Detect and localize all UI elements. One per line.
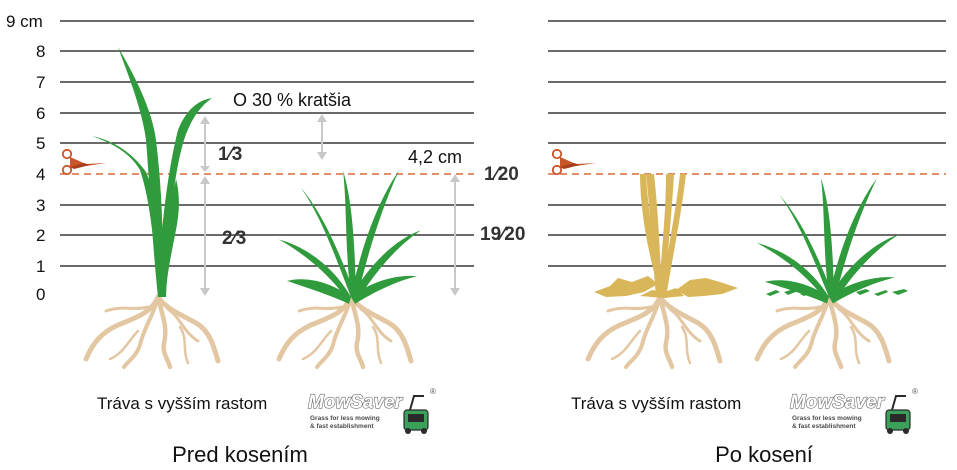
mowsaver-clippings: [766, 289, 908, 296]
upper-fraction-label: 1⁄3: [218, 144, 242, 165]
scale-tick-0: 0: [36, 285, 45, 304]
scale-labels: 9 cm 8 7 6 5 4 3 2 1 0: [6, 12, 45, 304]
cut-mowsaver-grass-plant: [757, 178, 908, 367]
mowsaver-logo: MowSaver ® Grass for less mowing & fast …: [789, 387, 918, 434]
logo-tagline-1: Grass for less mowing: [310, 415, 380, 422]
logo-wordmark: MowSaver: [790, 392, 886, 413]
left-caption: Tráva s vyšším rastom: [97, 394, 267, 413]
height-note: 4,2 cm: [408, 147, 462, 167]
scale-tick-4: 4: [36, 165, 45, 184]
top-fraction-label: 1⁄20: [484, 164, 519, 185]
right-caption: Tráva s vyšším rastom: [571, 394, 741, 413]
logo-wordmark: MowSaver: [308, 392, 404, 413]
logo-registered: ®: [912, 387, 918, 396]
lawnmower-icon: [403, 395, 429, 434]
right-panel-title: Po kosení: [715, 442, 813, 467]
logo-tagline-1: Grass for less mowing: [792, 415, 862, 422]
scale-tick-7: 7: [36, 73, 45, 92]
scale-unit-label: 9 cm: [6, 12, 43, 31]
mowsaver-grass-plant: [279, 170, 421, 368]
right-scale-lines: [548, 20, 946, 267]
measurement-arrows: [200, 114, 460, 296]
lawnmower-icon: [885, 395, 911, 434]
scissors-icon: [551, 148, 596, 176]
scale-tick-6: 6: [36, 104, 45, 123]
lower-fraction-label: 2⁄3: [222, 228, 246, 249]
shorter-note: O 30 % kratšia: [233, 90, 352, 110]
logo-tagline-2: & fast establishment: [310, 423, 374, 430]
left-scale-lines: [60, 20, 474, 267]
cut-tall-grass-plant: [588, 174, 738, 367]
logo-tagline-2: & fast establishment: [792, 423, 856, 430]
tall-grass-plant: [86, 47, 218, 367]
scale-tick-3: 3: [36, 196, 45, 215]
scale-tick-5: 5: [36, 134, 45, 153]
scale-tick-2: 2: [36, 226, 45, 245]
logo-registered: ®: [430, 387, 436, 396]
mowsaver-logo: MowSaver ® Grass for less mowing & fast …: [307, 387, 436, 434]
scissors-icon: [61, 148, 106, 176]
bottom-fraction-label: 19⁄20: [480, 224, 525, 245]
scale-tick-8: 8: [36, 42, 45, 61]
left-panel-title: Pred kosením: [172, 442, 308, 467]
grass-clippings: [594, 276, 738, 298]
scale-tick-1: 1: [36, 257, 45, 276]
